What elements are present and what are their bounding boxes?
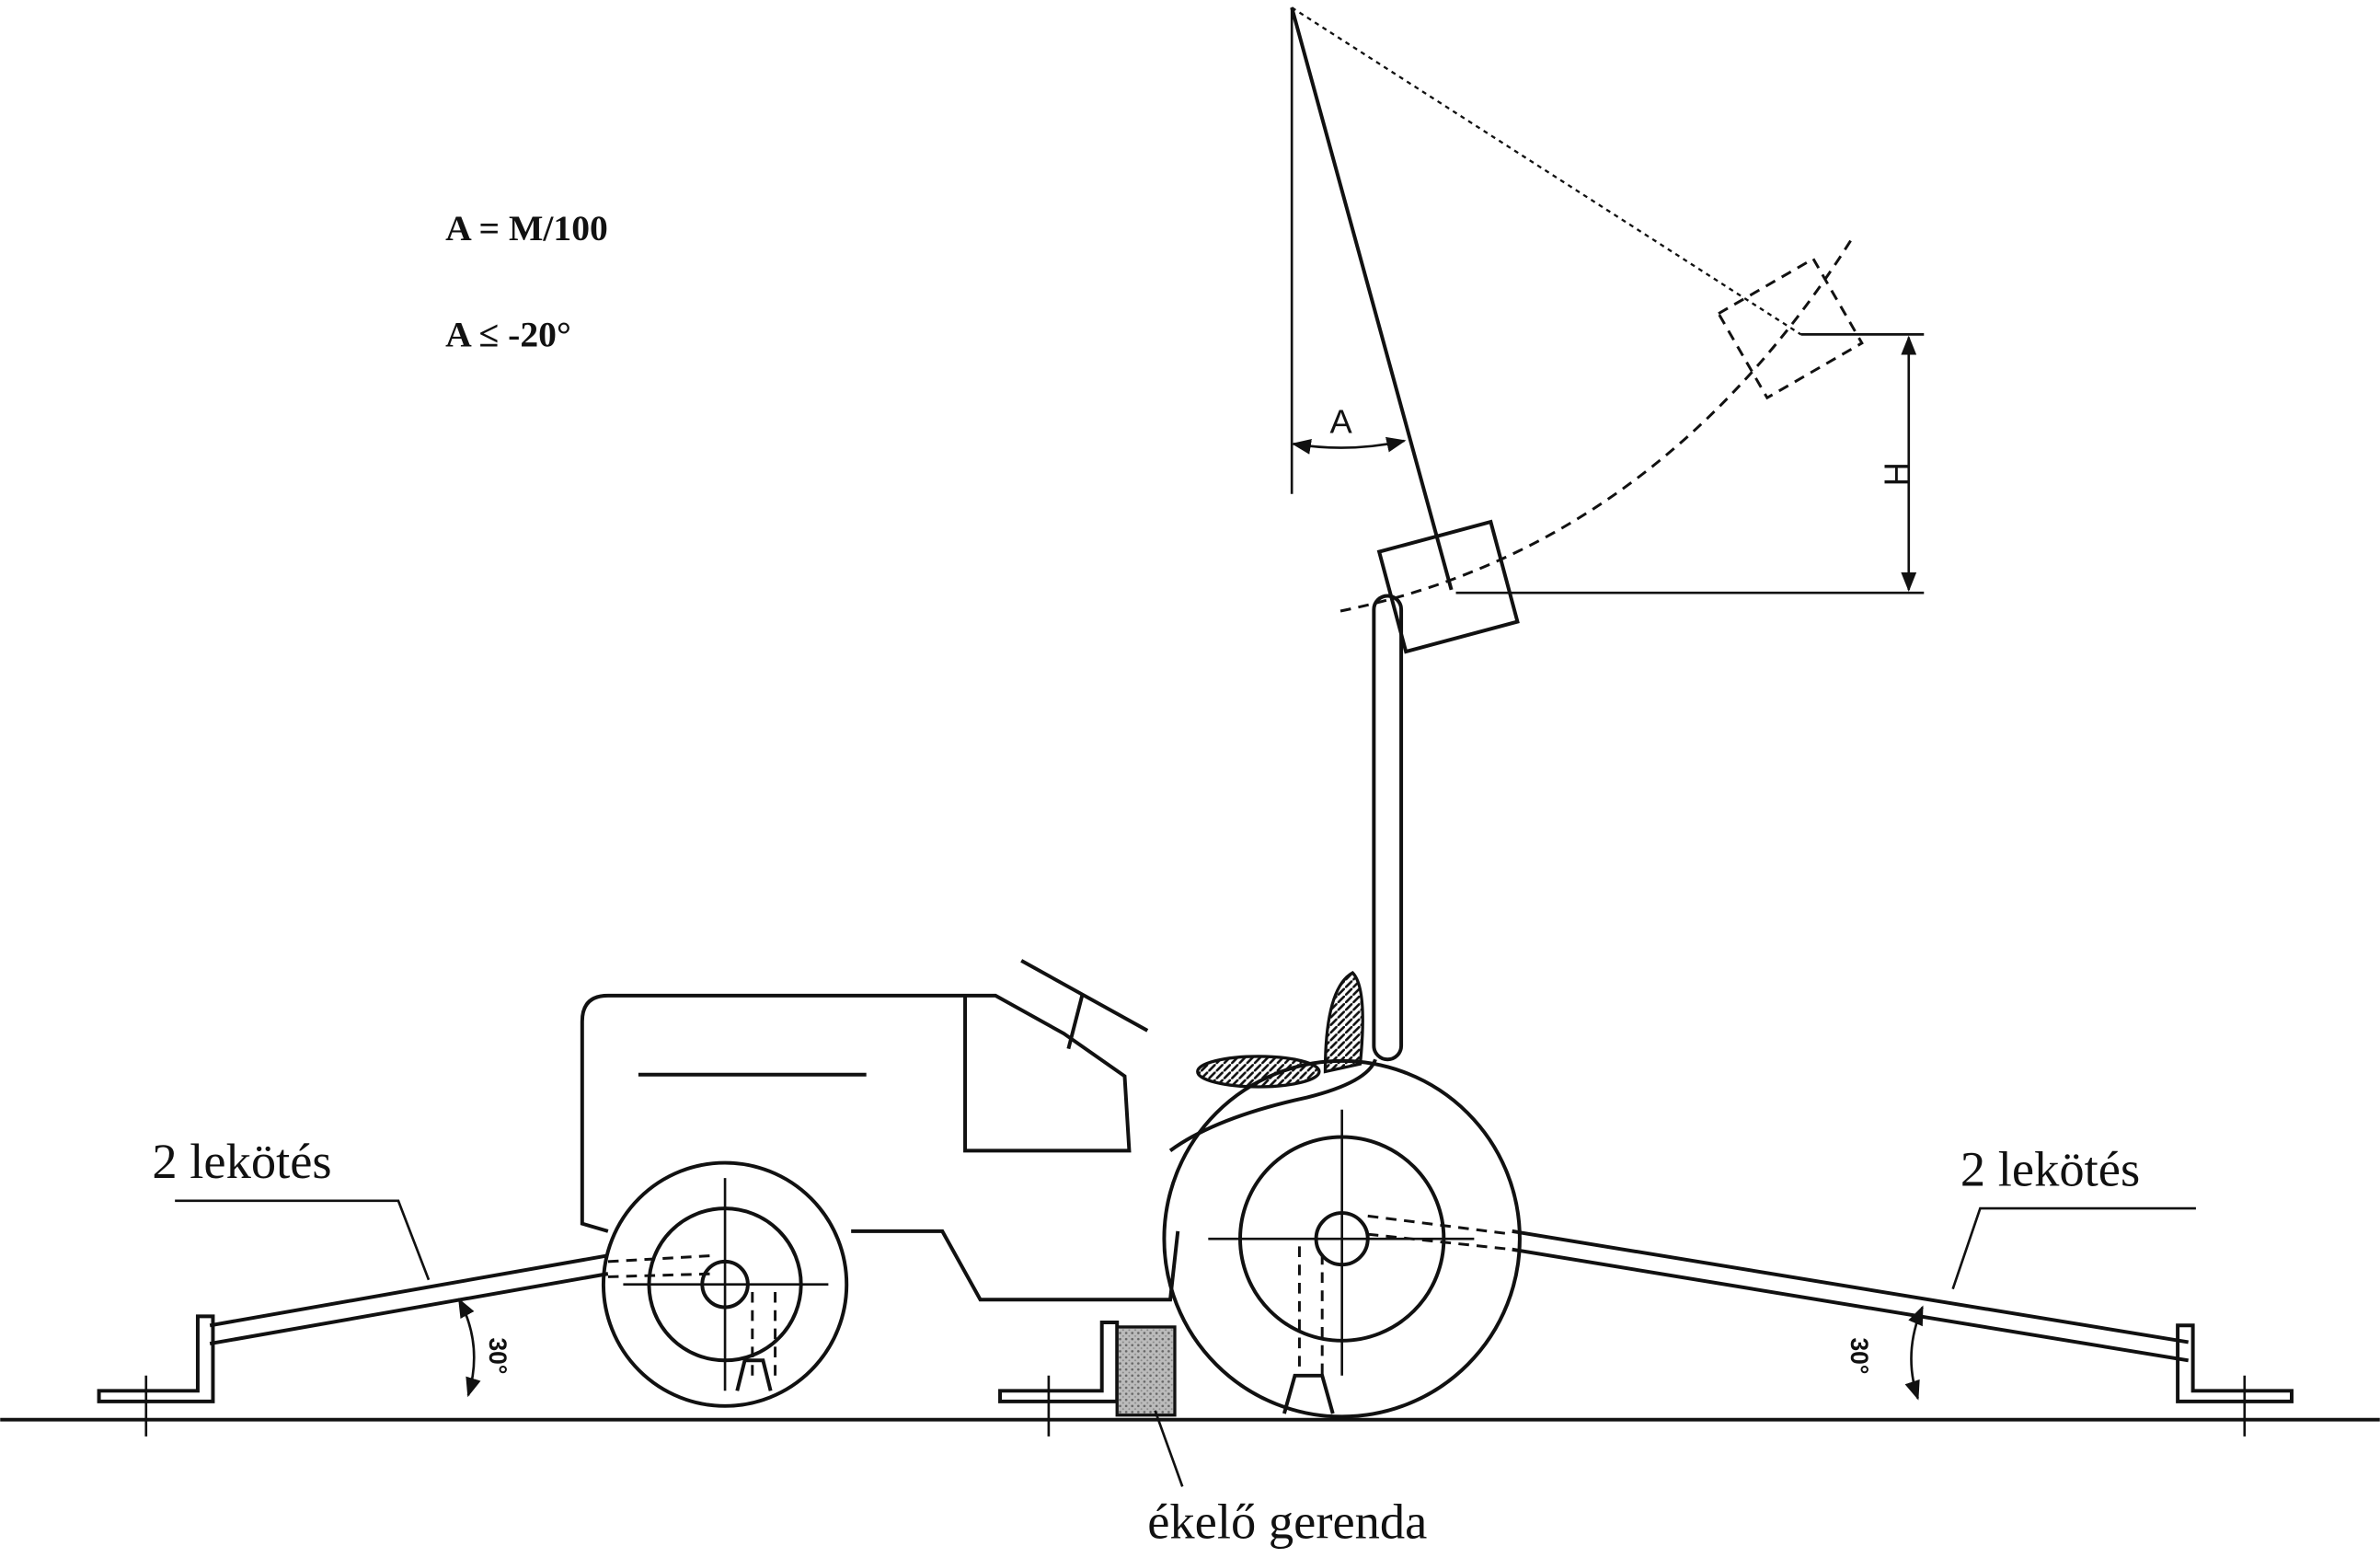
left-chain — [209, 1253, 609, 1346]
left-tiedown: 30° 2 lekötés — [97, 1133, 715, 1437]
right-angle-arc — [1904, 1305, 1924, 1401]
pendulum-swing-arc — [1339, 239, 1853, 613]
left-tiedown-label: 2 lekötés — [152, 1133, 331, 1189]
right-leader-line — [1951, 1206, 2196, 1290]
steering-wheel — [1020, 959, 1149, 1033]
wedge-beam-label: ékelő gerenda — [1147, 1494, 1427, 1550]
wedge-beam: ékelő gerenda — [998, 1321, 1427, 1550]
pendulum-block — [1376, 519, 1520, 654]
pendulum-rod — [1290, 6, 1454, 591]
formula-a-equals: A = M/100 — [445, 208, 608, 248]
wedge-block — [1115, 1325, 1177, 1417]
pendulum-start-position — [1716, 257, 1864, 400]
tractor-hood — [580, 993, 1180, 1302]
tractor — [580, 959, 1522, 1419]
left-angle-arc — [457, 1298, 481, 1398]
wedge-bracket — [998, 1321, 1120, 1403]
right-chain — [1512, 1229, 2189, 1363]
front-wheel — [601, 1160, 849, 1408]
rops-post — [1372, 594, 1404, 1062]
right-angle-label: 30° — [1845, 1338, 1873, 1375]
right-tiedown-label: 2 lekötés — [1960, 1140, 2140, 1196]
formula-a-limit: A ≤ -20° — [445, 315, 571, 355]
seat-backrest — [1323, 971, 1364, 1074]
left-leader-line — [175, 1199, 431, 1281]
seat — [1196, 1055, 1321, 1089]
pendulum: A H — [1290, 6, 1925, 654]
wedge-leader-line — [1154, 1410, 1184, 1487]
rear-wheel — [1162, 1058, 1522, 1419]
pendulum-start-line — [1291, 6, 1802, 336]
right-anchor-bracket — [2176, 1323, 2294, 1403]
right-tiedown: 30° 2 lekötés — [1367, 1140, 2294, 1437]
h-label: H — [1877, 462, 1914, 486]
angle-a-arc — [1291, 436, 1407, 455]
steering-column — [1066, 995, 1085, 1050]
left-angle-label: 30° — [484, 1338, 512, 1375]
left-anchor-bracket — [97, 1314, 215, 1403]
angle-a-label: A — [1329, 403, 1352, 441]
